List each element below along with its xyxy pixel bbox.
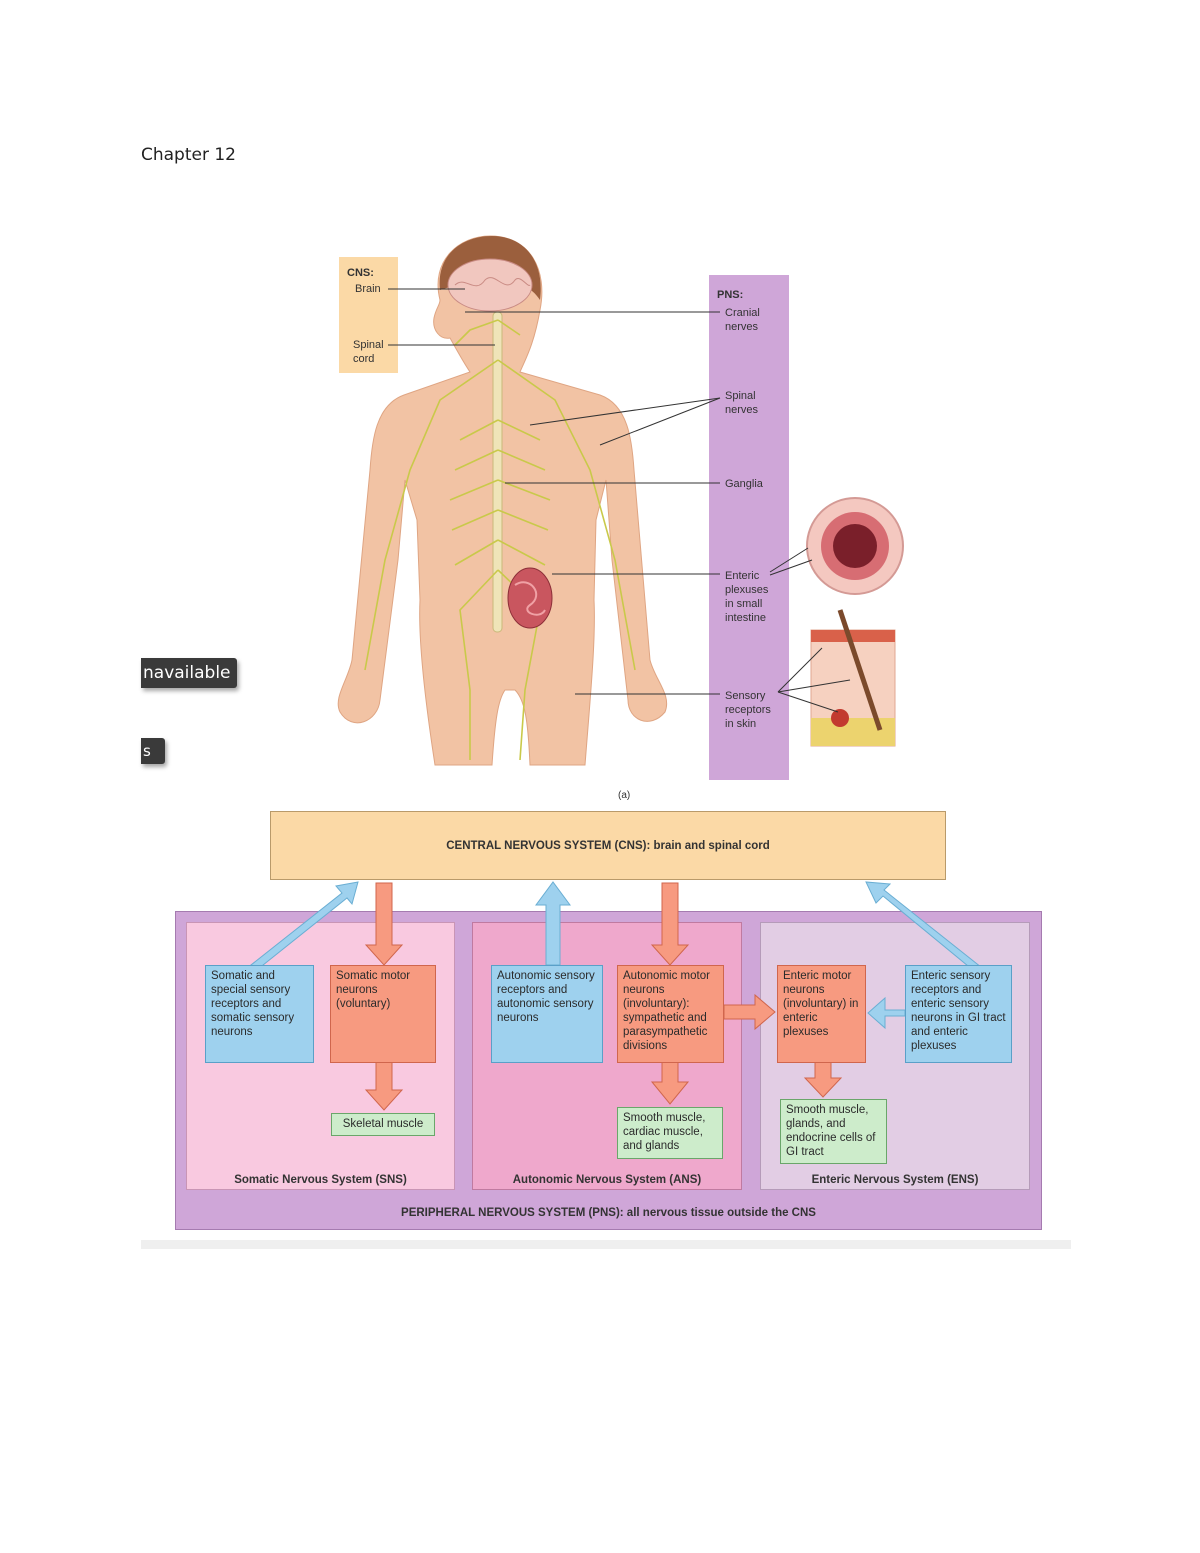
pns-footer-label: PERIPHERAL NERVOUS SYSTEM (PNS): all ner…: [401, 1207, 816, 1219]
skin-section: [810, 609, 896, 747]
pns-header-label: PNS:: [717, 289, 744, 301]
leader-lines: [388, 288, 851, 713]
enteric-system-label: Enteric Nervous System (ENS): [811, 1174, 979, 1186]
spinal-nerves-label: Spinal nerves: [725, 390, 759, 416]
figure-label: (a): [618, 790, 631, 801]
somatic-motor-box: Somatic motor neurons (voluntary): [330, 965, 436, 1063]
enteric-plexuses-label: Enteric plexuses in small intestine: [725, 570, 769, 624]
intestine-cross-section: [806, 497, 904, 595]
autonomic-motor-box: Autonomic motor neurons (involuntary): s…: [617, 965, 724, 1063]
autonomic-effector-arrow: [650, 1061, 690, 1105]
enteric-sensory-box: Enteric sensory receptors and enteric se…: [905, 965, 1012, 1063]
chapter-title: Chapter 12: [141, 145, 237, 165]
enteric-effector-box: Smooth muscle, glands, and endocrine cel…: [780, 1099, 887, 1164]
nervous-system-anatomy-figure: [337, 235, 904, 780]
human-body-silhouette: [337, 235, 668, 766]
autonomic-effector-box: Smooth muscle, cardiac muscle, and gland…: [617, 1107, 723, 1159]
somatic-effector-arrow: [364, 1061, 404, 1111]
cns-label-panel: [339, 257, 398, 373]
unavailable-tag[interactable]: navailable: [141, 658, 237, 688]
enteric-motor-box: Enteric motor neurons (involuntary) in e…: [777, 965, 866, 1063]
enteric-sensory-to-motor-arrow: [867, 996, 906, 1030]
pns-label-panel: [709, 275, 789, 780]
autonomic-to-enteric-arrow: [723, 993, 776, 1031]
cns-header-label: CNS:: [347, 267, 374, 279]
autonomic-sensory-arrow: [535, 881, 571, 966]
skeletal-muscle-box: Skeletal muscle: [331, 1113, 435, 1136]
autonomic-system-label: Autonomic Nervous System (ANS): [512, 1174, 702, 1186]
somatic-sensory-box: Somatic and special sensory receptors an…: [205, 965, 314, 1063]
autonomic-motor-down-arrow: [650, 882, 690, 966]
somatic-motor-down-arrow: [364, 882, 404, 966]
cns-box: CENTRAL NERVOUS SYSTEM (CNS): brain and …: [270, 811, 946, 880]
flow-arrows: [231, 881, 992, 1111]
enteric-sensory-arrow: [865, 881, 992, 981]
sensory-receptors-label: Sensory receptors in skin: [725, 690, 771, 730]
ganglia-label: Ganglia: [725, 478, 763, 490]
brain-label: Brain: [355, 283, 381, 295]
truncated-tag[interactable]: s: [141, 738, 165, 764]
bottom-divider: [141, 1240, 1071, 1249]
cranial-nerves-label: Cranial nerves: [725, 307, 760, 333]
somatic-system-label: Somatic Nervous System (SNS): [234, 1174, 407, 1186]
spinal-cord-label: Spinal cord: [353, 339, 384, 365]
enteric-effector-arrow: [803, 1061, 843, 1098]
autonomic-sensory-box: Autonomic sensory receptors and autonomi…: [491, 965, 603, 1063]
